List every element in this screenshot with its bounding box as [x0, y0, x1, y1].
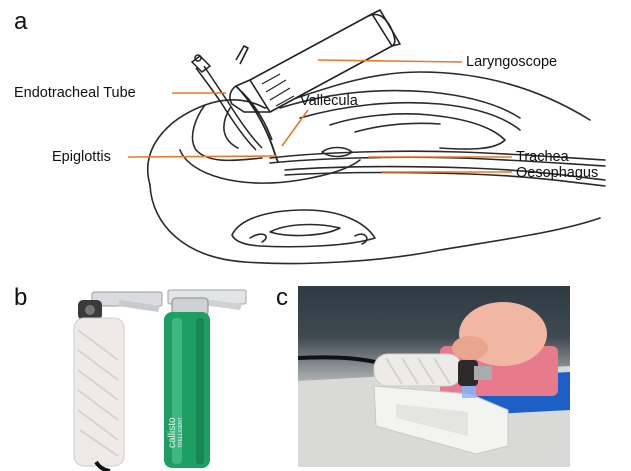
device-brand-text: callisto: [167, 417, 178, 448]
device-sub-text: TRELLIGENT: [178, 417, 184, 448]
photo-manikin-setup: [298, 286, 570, 467]
wrapped-laryngoscope: [74, 292, 162, 471]
